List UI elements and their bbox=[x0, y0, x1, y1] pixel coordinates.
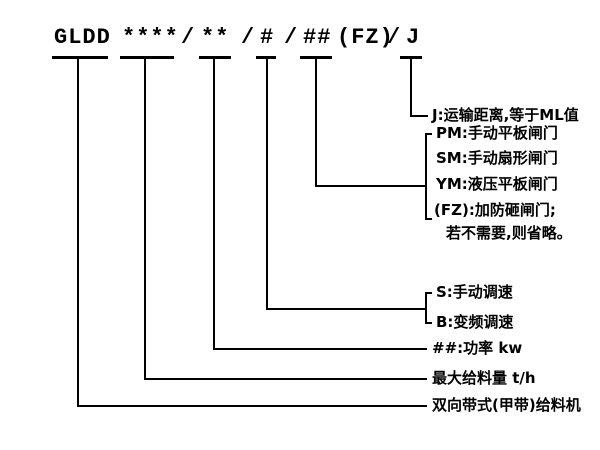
underline-distance bbox=[400, 56, 422, 59]
connector-hline-gate bbox=[315, 185, 425, 187]
label-gate-pm: PM:手动平板闸门 bbox=[436, 124, 558, 142]
underline-gate bbox=[300, 56, 332, 59]
bracket-speed-bottom-tick bbox=[425, 322, 432, 324]
connector-hline-distance bbox=[410, 115, 428, 117]
underline-capacity bbox=[120, 56, 174, 59]
bracket-gate-bottom-tick bbox=[425, 218, 432, 220]
bracket-gate-group bbox=[425, 133, 427, 218]
model-code-fz: (FZ) bbox=[337, 25, 394, 50]
label-capacity: 最大给料量 t/h bbox=[432, 369, 536, 387]
connector-vline-distance bbox=[410, 59, 412, 115]
label-speed-b: B:变频调速 bbox=[436, 313, 514, 331]
label-gate-fz-note: 若不需要,则省略。 bbox=[446, 224, 572, 242]
model-code-speed-hash: # bbox=[260, 25, 275, 50]
label-gate-ym: YM:液压平板闸门 bbox=[436, 175, 558, 193]
connector-vline-gate bbox=[315, 59, 317, 185]
connector-vline-speed bbox=[266, 59, 268, 308]
bracket-gate-top-tick bbox=[425, 133, 432, 135]
model-code-prefix: GLDD bbox=[54, 25, 111, 50]
underline-power bbox=[199, 56, 231, 59]
model-code-power-stars: ** bbox=[201, 25, 230, 50]
connector-hline-speed bbox=[266, 308, 425, 310]
label-gate-sm: SM:手动扇形闸门 bbox=[436, 149, 558, 167]
label-speed-s: S:手动调速 bbox=[436, 283, 513, 301]
label-gate-fz: (FZ):加防砸闸门; bbox=[434, 201, 556, 219]
connector-hline-machine bbox=[77, 405, 427, 407]
connector-vline-machine bbox=[77, 59, 79, 405]
connector-vline-power bbox=[213, 59, 215, 348]
model-code-capacity-stars: **** bbox=[122, 25, 179, 50]
bracket-speed-group bbox=[425, 292, 427, 322]
connector-hline-power bbox=[213, 348, 427, 350]
connector-vline-capacity bbox=[144, 59, 146, 378]
model-code-separator-4: / bbox=[387, 25, 402, 50]
underline-speed bbox=[256, 56, 276, 59]
label-power: ##:功率 kw bbox=[432, 339, 523, 357]
model-code-separator-3: / bbox=[284, 25, 299, 50]
bracket-speed-top-tick bbox=[425, 292, 432, 294]
connector-hline-capacity bbox=[144, 378, 427, 380]
model-code-separator-2: / bbox=[241, 25, 256, 50]
underline-prefix bbox=[52, 56, 108, 59]
model-code-gate-hash: ## bbox=[303, 25, 332, 50]
model-code-distance-j: J bbox=[406, 25, 421, 50]
label-machine: 双向带式(甲带)给料机 bbox=[432, 396, 581, 414]
label-distance: J:运输距离,等于ML值 bbox=[432, 106, 579, 124]
model-code-separator-1: / bbox=[181, 25, 196, 50]
